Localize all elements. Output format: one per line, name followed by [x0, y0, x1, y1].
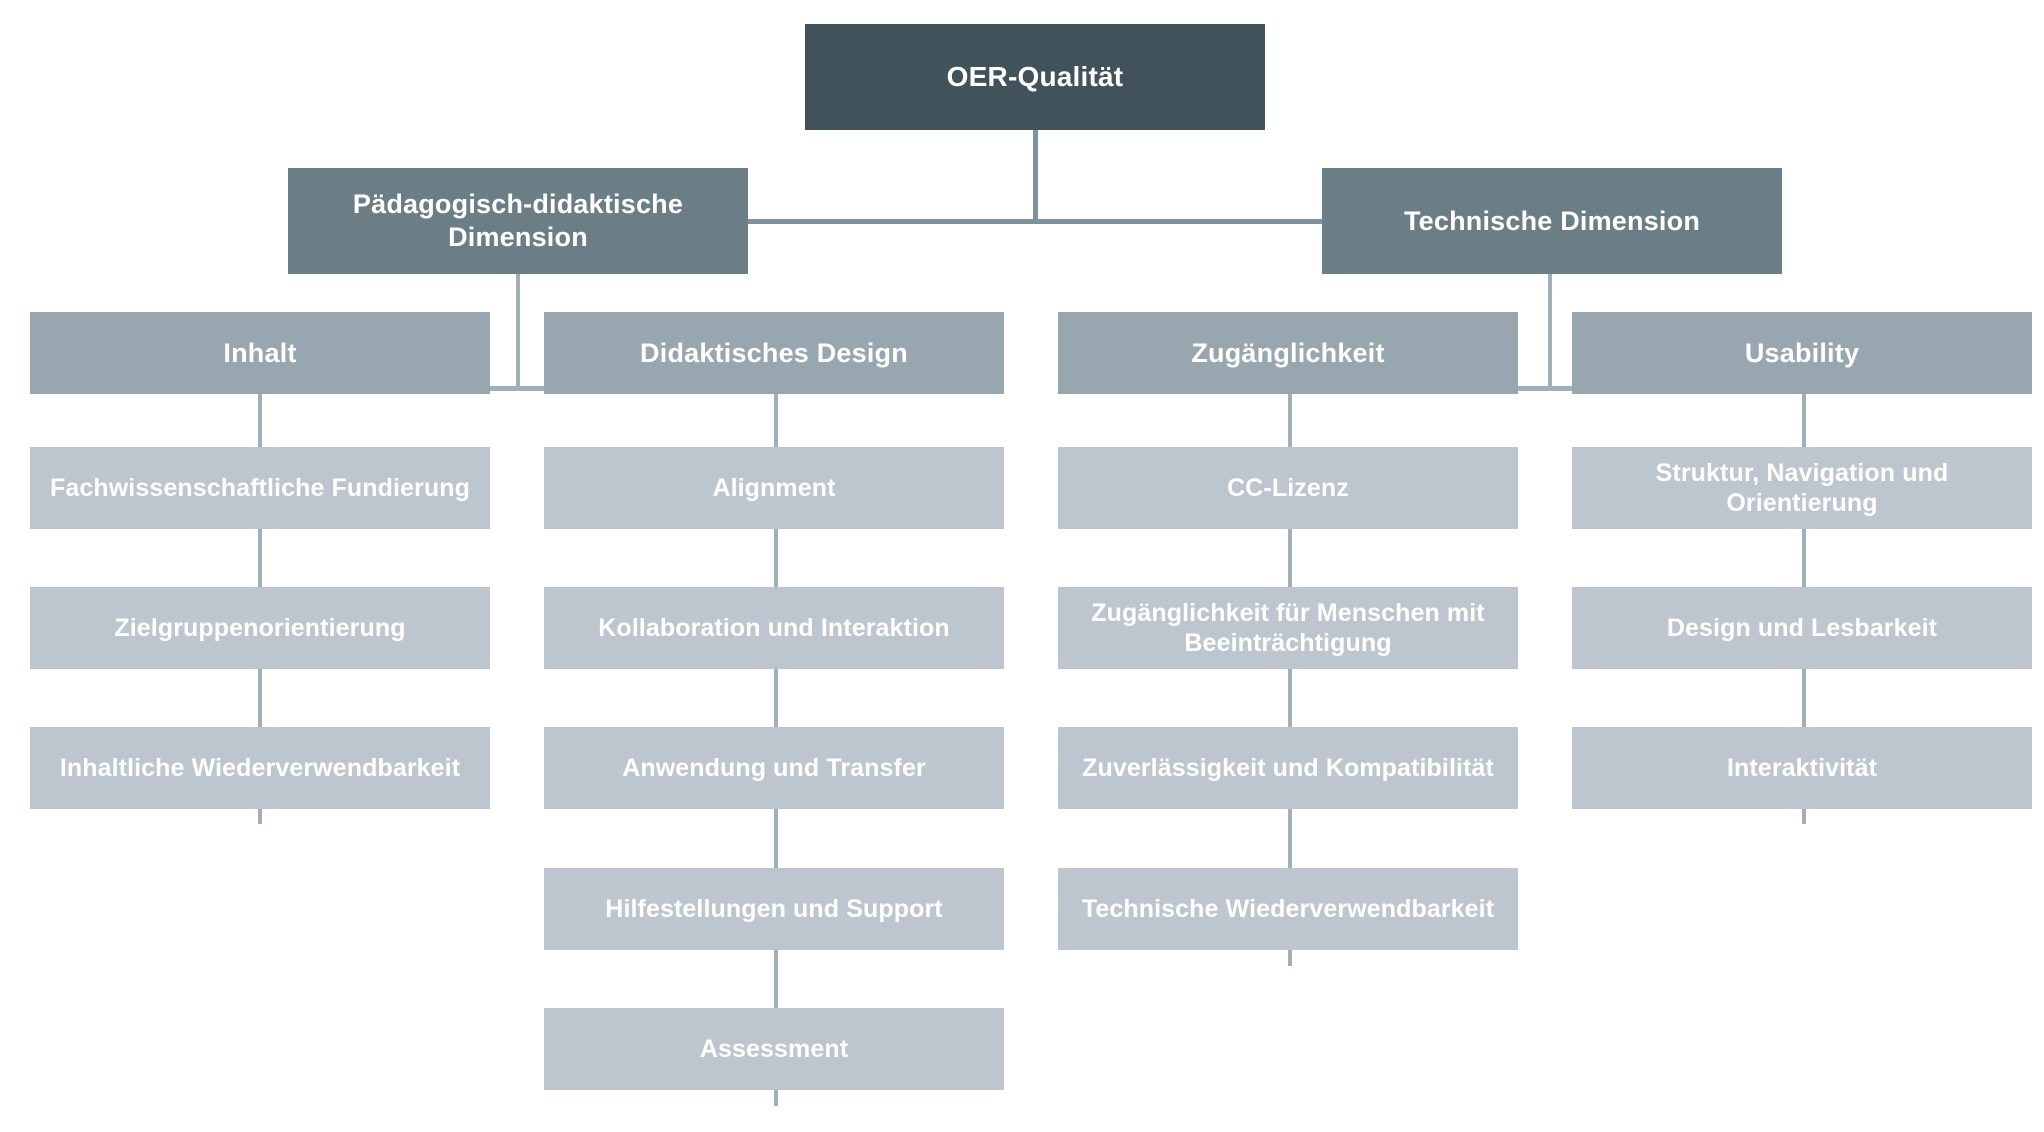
node-leaf-interaktivitaet[interactable]: Interaktivität	[1572, 727, 2032, 809]
connector-dim-left-stem	[516, 273, 520, 390]
node-category-usability[interactable]: Usability	[1572, 312, 2032, 394]
node-leaf-kollaboration-und-interaktion[interactable]: Kollaboration und Interaktion	[544, 587, 1004, 669]
node-leaf-struktur-navigation-und-orientierung[interactable]: Struktur, Navigation und Orientierung	[1572, 447, 2032, 529]
node-category-zugaenglichkeit[interactable]: Zugänglichkeit	[1058, 312, 1518, 394]
node-category-didaktisches-design[interactable]: Didaktisches Design	[544, 312, 1004, 394]
connector-dim-right-stem	[1548, 273, 1552, 390]
node-leaf-hilfestellungen-und-support[interactable]: Hilfestellungen und Support	[544, 868, 1004, 950]
node-leaf-assessment[interactable]: Assessment	[544, 1008, 1004, 1090]
node-leaf-anwendung-und-transfer[interactable]: Anwendung und Transfer	[544, 727, 1004, 809]
connector-dim-left-bar	[420, 386, 612, 391]
node-leaf-fachwissenschaftliche-fundierung[interactable]: Fachwissenschaftliche Fundierung	[30, 447, 490, 529]
connector-dim-right-bar	[1452, 386, 1644, 391]
node-leaf-technische-wiederverwendbarkeit[interactable]: Technische Wiederverwendbarkeit	[1058, 868, 1518, 950]
node-leaf-zugaenglichkeit-fuer-menschen-mit-beeintraechtigung[interactable]: Zugänglichkeit für Menschen mit Beeinträ…	[1058, 587, 1518, 669]
node-leaf-zielgruppenorientierung[interactable]: Zielgruppenorientierung	[30, 587, 490, 669]
node-oer-qualitaet[interactable]: OER-Qualität	[805, 24, 1265, 130]
connector-dimension-bar	[748, 219, 1323, 224]
node-leaf-alignment[interactable]: Alignment	[544, 447, 1004, 529]
node-category-inhalt[interactable]: Inhalt	[30, 312, 490, 394]
node-leaf-zuverlaessigkeit-und-kompatibilitaet[interactable]: Zuverlässigkeit und Kompatibilität	[1058, 727, 1518, 809]
connector-column-3-spine	[1288, 394, 1292, 966]
node-leaf-design-und-lesbarkeit[interactable]: Design und Lesbarkeit	[1572, 587, 2032, 669]
connector-root-stem	[1033, 130, 1038, 223]
node-technische-dimension[interactable]: Technische Dimension	[1322, 168, 1782, 274]
node-leaf-inhaltliche-wiederverwendbarkeit[interactable]: Inhaltliche Wiederverwendbarkeit	[30, 727, 490, 809]
node-paedagogisch-didaktische-dimension[interactable]: Pädagogisch-didaktische Dimension	[288, 168, 748, 274]
node-leaf-cc-lizenz[interactable]: CC-Lizenz	[1058, 447, 1518, 529]
